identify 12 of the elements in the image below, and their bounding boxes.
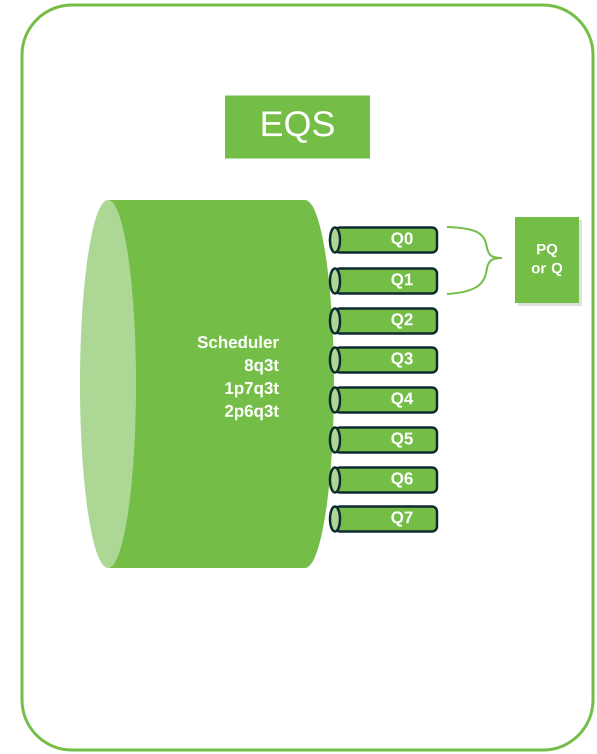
scheduler-cylinder: Scheduler 8q3t 1p7q3t 2p6q3t [80,200,334,568]
queue-cylinder: Q1 [328,267,438,295]
queue-cylinder: Q5 [328,426,438,454]
queue-cylinder: Q3 [328,346,438,374]
title-box: EQS [225,96,370,158]
target-box: PQ or Q [515,217,582,306]
queue-cylinder: Q2 [328,307,438,335]
queue-cylinder: Q0 [328,226,438,254]
frame [20,4,594,752]
queue-cylinder: Q4 [328,386,438,414]
queue-cylinder: Q7 [328,505,438,533]
queue-cylinder: Q6 [328,466,438,494]
